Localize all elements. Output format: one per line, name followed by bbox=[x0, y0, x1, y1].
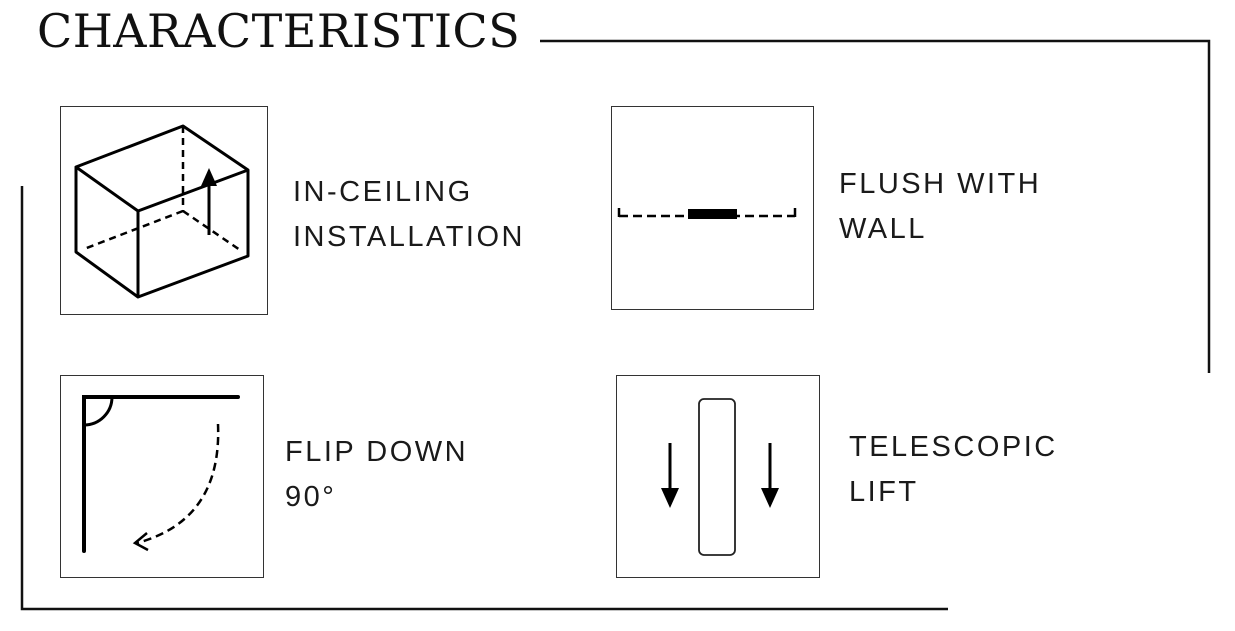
feature-line: 90° bbox=[285, 481, 337, 513]
feature-line: LIFT bbox=[849, 476, 919, 508]
flush-wall-icon bbox=[611, 106, 814, 310]
feature-line: FLUSH WITH bbox=[839, 168, 1042, 200]
page-title: CHARACTERISTICS bbox=[37, 4, 521, 58]
feature-line: IN-CEILING bbox=[293, 176, 473, 208]
feature-label-flip-down: FLIP DOWN 90° bbox=[285, 430, 468, 520]
in-ceiling-box-icon bbox=[60, 106, 268, 315]
feature-line: FLIP DOWN bbox=[285, 436, 469, 468]
feature-line: TELESCOPIC bbox=[849, 431, 1058, 463]
flip-down-icon bbox=[60, 375, 264, 578]
feature-line: WALL bbox=[839, 213, 927, 245]
feature-line: INSTALLATION bbox=[293, 221, 525, 253]
telescopic-lift-icon bbox=[616, 375, 820, 578]
feature-label-flush: FLUSH WITH WALL bbox=[839, 162, 1041, 252]
feature-label-telescopic: TELESCOPIC LIFT bbox=[849, 425, 1058, 515]
feature-label-in-ceiling: IN-CEILING INSTALLATION bbox=[293, 170, 525, 260]
